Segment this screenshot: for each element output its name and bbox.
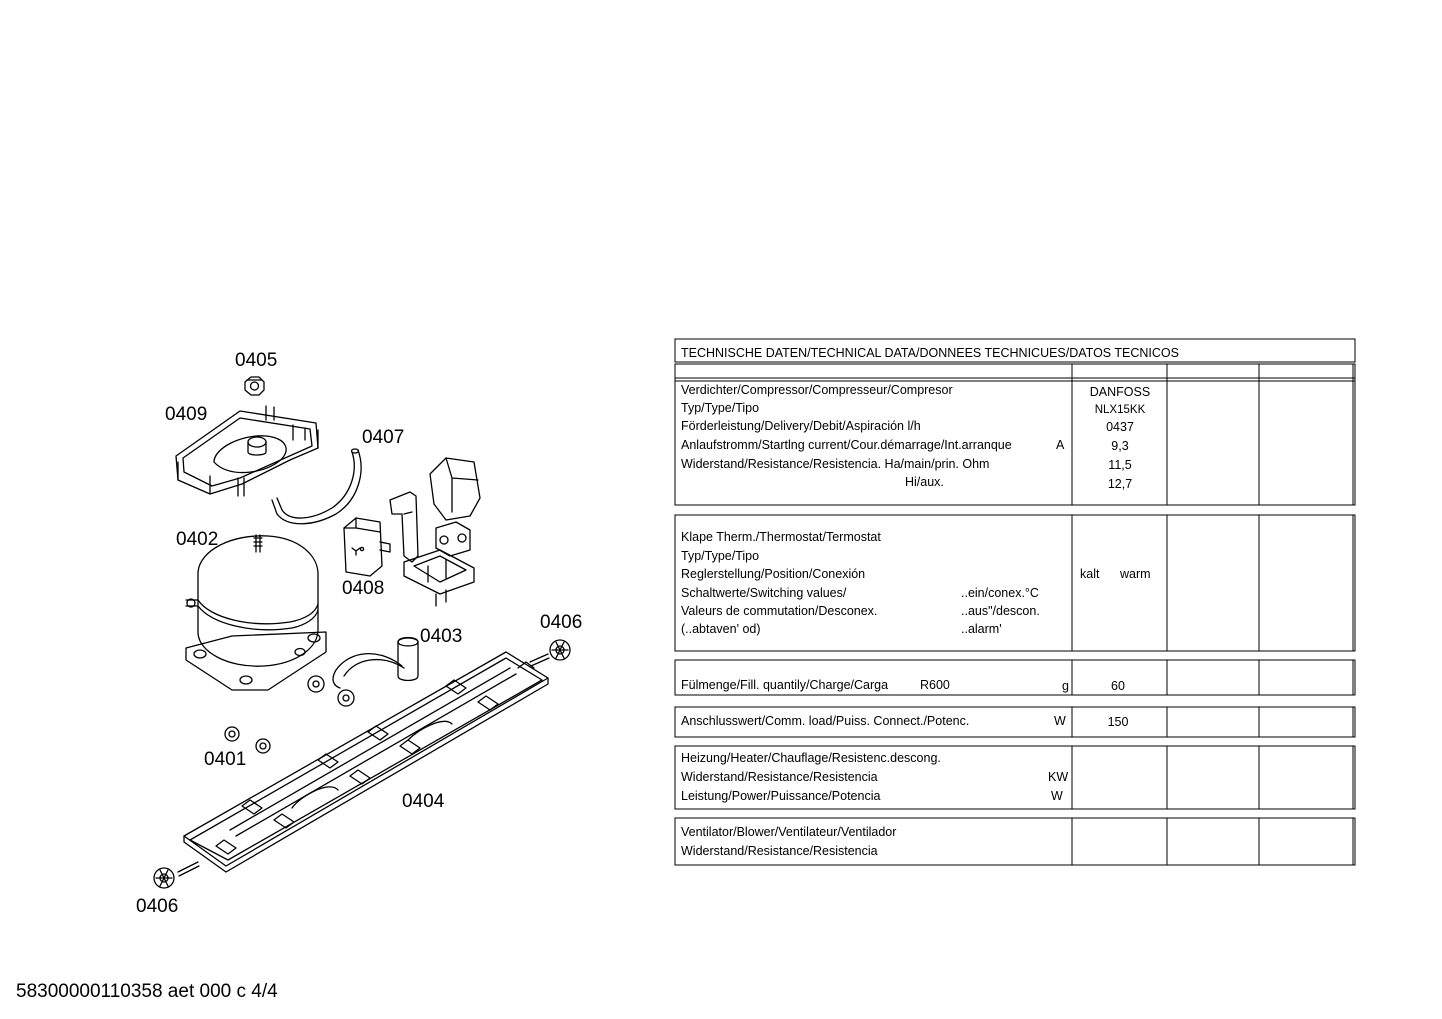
value-fill-quantity: 60	[1111, 679, 1125, 693]
value-connected-load: 150	[1107, 715, 1129, 729]
switching-values-label: Schaltwerte/Switching values/	[681, 586, 847, 600]
value-manufacturer: DANFOSS	[1089, 385, 1151, 399]
blower-label: Ventilator/Blower/Ventilateur/Ventilador	[681, 825, 897, 839]
unit-w-load: W	[1054, 714, 1066, 728]
heater-resistance-label: Widerstand/Resistance/Resistencia	[681, 770, 878, 784]
kalt-label: kalt	[1080, 567, 1100, 581]
part-0402-compressor	[185, 534, 327, 691]
callout-0402: 0402	[176, 529, 219, 550]
value-resistance-main: 11,5	[1108, 458, 1132, 472]
resistance-main-label: Widerstand/Resistance/Resistencia. Ha/ma…	[681, 457, 990, 471]
delivery-label: Förderleistung/Delivery/Debit/Aspiración…	[681, 419, 921, 433]
part-0406-grommet-bottom	[153, 861, 200, 889]
callout-0407: 0407	[362, 427, 405, 448]
heater-power-label: Leistung/Power/Puissance/Potencia	[681, 789, 881, 803]
refrigerant-label: R600	[920, 678, 950, 692]
thermostat-type-label: Typ/Type/Tipo	[681, 549, 760, 563]
part-0409-tray	[175, 405, 319, 497]
warm-label: warm	[1120, 567, 1151, 581]
document-code: 58300000110358 aet 000 c 4/4	[16, 981, 278, 1002]
callout-0406-top: 0406	[540, 612, 583, 633]
part-0404-rails	[183, 651, 549, 873]
unit-a: A	[1056, 438, 1065, 452]
thermostat-label: Klape Therm./Thermostat/Termostat	[681, 530, 881, 544]
alarm-label: ..alarm'	[961, 622, 1002, 636]
callout-0403: 0403	[420, 626, 463, 647]
callout-0405: 0405	[235, 350, 278, 371]
callout-0409: 0409	[165, 404, 208, 425]
value-resistance-aux: 12,7	[1107, 477, 1133, 491]
fill-quantity-label: Fülmenge/Fill. quantily/Charge/Carga	[681, 678, 889, 692]
callout-0404: 0404	[402, 791, 445, 812]
starting-current-label: Anlaufstromm/Startlng current/Cour.démar…	[681, 438, 1012, 452]
position-label: Reglerstellung/Position/Conexión	[681, 567, 866, 581]
part-0407-tube	[271, 448, 362, 525]
commutation-label: Valeurs de commutation/Desconex.	[681, 604, 878, 618]
blower-resistance-label: Widerstand/Resistance/Resistencia	[681, 844, 878, 858]
unit-g: g	[1062, 679, 1069, 693]
ein-label: ..ein/conex.°C	[961, 586, 1039, 600]
type-label: Typ/Type/Tipo	[681, 401, 760, 415]
table-title: TECHNISCHE DATEN/TECHNICAL DATA/DONNEES …	[681, 346, 1179, 360]
heater-label: Heizung/Heater/Chauflage/Resistenc.desco…	[681, 751, 941, 765]
abtaven-label: (..abtaven' od)	[681, 622, 761, 636]
part-0406-grommet-top	[529, 639, 571, 667]
part-0401-nuts	[224, 726, 271, 754]
part-0408-relay	[343, 457, 481, 607]
unit-w-heater: W	[1051, 789, 1063, 803]
callout-0401: 0401	[204, 749, 247, 770]
compressor-label: Verdichter/Compressor/Compresseur/Compre…	[681, 383, 953, 397]
aus-label: ..aus"/descon.	[961, 604, 1040, 618]
part-0405-nut	[244, 376, 265, 396]
exploded-parts-diagram	[153, 376, 571, 889]
unit-kw: KW	[1048, 770, 1069, 784]
part-0403-capacitor	[307, 636, 419, 707]
resistance-aux-label: Hi/aux.	[905, 475, 944, 489]
value-starting-current: 9,3	[1111, 439, 1129, 453]
callout-0408: 0408	[342, 578, 385, 599]
connected-load-label: Anschlusswert/Comm. load/Puiss. Connect.…	[681, 714, 970, 728]
value-type: NLX15KK	[1094, 404, 1146, 416]
callout-0406-bottom: 0406	[136, 896, 179, 917]
value-delivery: 0437	[1106, 420, 1134, 434]
